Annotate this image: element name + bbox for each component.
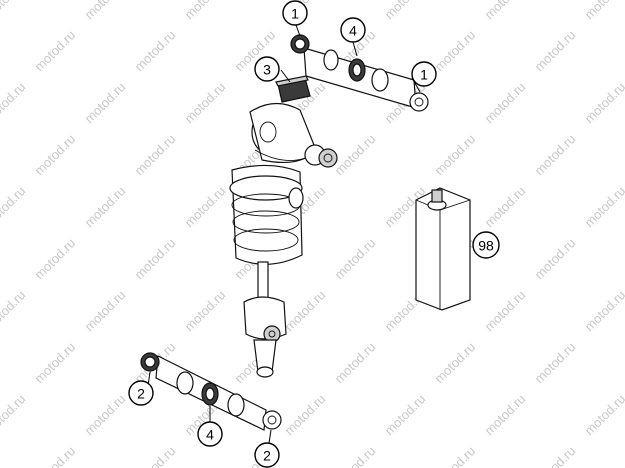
oil-canister-drawing [415,187,471,311]
watermark-text: motod.ru [182,183,229,230]
watermark-text: motod.ru [32,235,79,282]
callout-circle [254,56,280,82]
watermark-text: motod.ru [82,183,129,230]
watermark-text: motod.ru [132,131,179,178]
callout-c98: 98 [472,231,500,259]
watermark-text: motod.ru [582,0,625,22]
watermark-text: motod.ru [32,131,79,178]
watermark-text: motod.ru [282,287,329,334]
watermark-text: motod.ru [432,339,479,386]
watermark-text: motod.ru [0,287,28,334]
callout-number: 4 [349,23,357,39]
watermark-text: motod.ru [432,443,479,468]
callout-number: 1 [420,67,428,83]
callout-c4b: 4 [197,421,223,447]
watermark-text: motod.ru [332,131,379,178]
callout-number: 98 [478,238,494,254]
watermark-text: motod.ru [432,27,479,74]
watermark-text: motod.ru [532,443,579,468]
watermark-text: motod.ru [0,79,28,126]
callout-circle [472,231,500,259]
callout-layer: 1 4 1 3 98 2 4 2 [128,0,500,468]
watermark-text: motod.ru [0,391,28,438]
callout-circle [282,0,308,26]
watermark-text: motod.ru [482,287,529,334]
watermark-text: motod.ru [332,235,379,282]
callout-circle [197,421,223,447]
watermark-text: motod.ru [132,443,179,468]
watermark-text: motod.ru [482,183,529,230]
watermark-text: motod.ru [532,339,579,386]
callout-c4a: 4 [340,17,366,43]
callout-circle [254,442,280,468]
callout-number: 2 [263,448,271,464]
callout-circle [411,61,437,87]
watermark-text: motod.ru [532,27,579,74]
callout-c2b: 2 [254,442,280,468]
shock-absorber-drawing [229,75,338,378]
callout-number: 4 [206,427,214,443]
watermark-text: motod.ru [182,79,229,126]
callout-number: 3 [263,62,271,78]
watermark-text: motod.ru [82,79,129,126]
upper-bearing-set [290,34,429,112]
watermark-text: motod.ru [432,131,479,178]
watermark-text: motod.ru [132,27,179,74]
callout-number: 1 [291,6,299,22]
callout-circle [128,380,154,406]
callout-circle [340,17,366,43]
watermark-text: motod.ru [82,0,129,22]
watermark-text: motod.ru [532,131,579,178]
callout-number: 2 [137,386,145,402]
watermark-text: motod.ru [0,0,28,22]
callout-c1a: 1 [282,0,308,26]
watermark-text: motod.ru [582,183,625,230]
callout-c2a: 2 [128,380,154,406]
watermark-text: motod.ru [0,183,28,230]
watermark-text: motod.ru [82,287,129,334]
watermark-text: motod.ru [582,79,625,126]
watermark-text: motod.ru [32,27,79,74]
lower-bearing-set [140,352,282,431]
watermark-text: motod.ru [582,391,625,438]
watermark-text: motod.ru [482,0,529,22]
watermark-text: motod.ru [132,235,179,282]
watermark-text: motod.ru [32,443,79,468]
callout-c1b: 1 [411,61,437,87]
watermark-text: motod.ru [482,79,529,126]
watermark-text: motod.ru [282,391,329,438]
watermark-text: motod.ru [32,339,79,386]
watermark-text: motod.ru [382,391,429,438]
watermark-text: motod.ru [332,339,379,386]
watermark-text: motod.ru [182,0,229,22]
watermark-text: motod.ru [532,235,579,282]
watermark-text: motod.ru [482,391,529,438]
watermark-text: motod.ru [182,287,229,334]
watermark-text: motod.ru [582,287,625,334]
watermark-text: motod.ru [332,443,379,468]
callout-c3: 3 [254,56,280,82]
watermark-text: motod.ru [382,0,429,22]
watermark-text: motod.ru [82,391,129,438]
